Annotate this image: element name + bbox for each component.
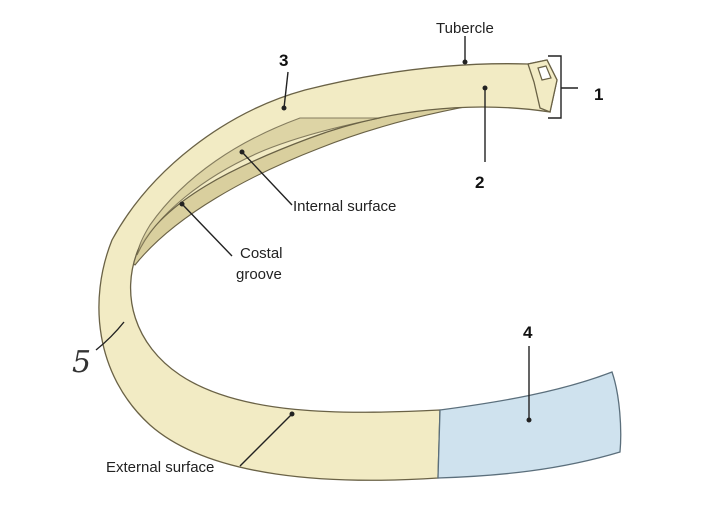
label-tubercle: Tubercle: [436, 20, 494, 37]
label-3: 3: [279, 51, 288, 70]
dot-4: [526, 417, 532, 423]
dot-2: [482, 85, 488, 91]
dot-internal-surface: [239, 149, 245, 155]
label-costal-groove-line1: Costal: [240, 245, 283, 262]
leader-internal-surface: [241, 151, 293, 206]
label-internal-surface: Internal surface: [293, 198, 396, 215]
dot-tubercle: [462, 59, 468, 65]
leader-external-surface: [239, 413, 293, 467]
leader-3: [283, 71, 289, 109]
label-costal-groove-line2: groove: [236, 266, 282, 283]
costal-groove-shape: [136, 117, 381, 256]
label-5-handwritten: 5: [72, 345, 91, 380]
dot-external-surface: [289, 411, 295, 417]
rib-head-facet: [537, 65, 552, 81]
label-2: 2: [475, 173, 484, 192]
leader-costal-groove: [181, 203, 233, 257]
label-1: 1: [594, 85, 603, 104]
dot-3: [281, 105, 287, 111]
rib-head: [527, 59, 558, 113]
dot-costal-groove: [179, 201, 185, 207]
costal-cartilage: [437, 371, 622, 479]
head-bracket: [548, 55, 578, 119]
label-4: 4: [523, 323, 533, 342]
leader-5: [95, 321, 125, 351]
label-external-surface: External surface: [106, 459, 214, 476]
